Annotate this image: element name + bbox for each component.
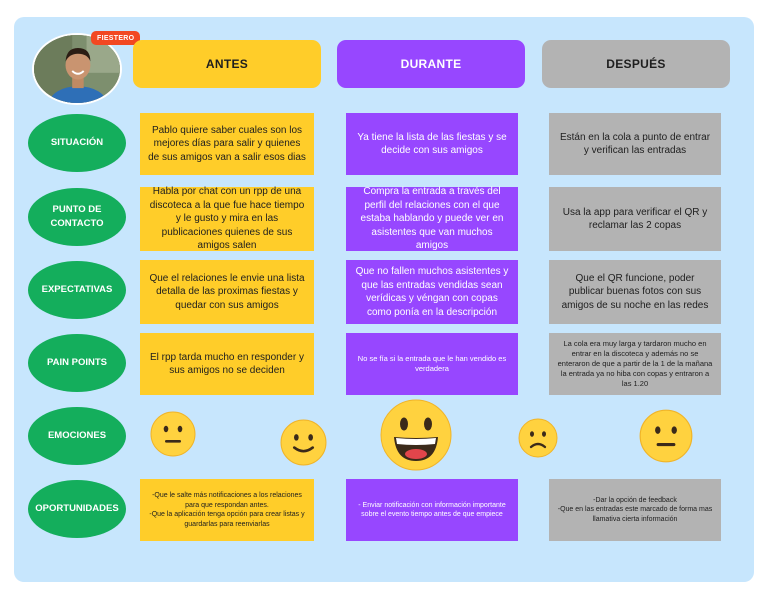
cell-oportunidades-durante: - Enviar notificación con información im…: [346, 479, 518, 541]
cell-oportunidades-antes: -Que le salte más notificaciones a los r…: [140, 479, 314, 541]
big-grin-face-icon: [380, 399, 452, 471]
column-header-durante: DURANTE: [337, 40, 525, 88]
frown-face-icon: [518, 418, 558, 458]
cell-punto-de-contacto-despues: Usa la app para verificar el QR y reclam…: [549, 187, 721, 251]
neutral-face-icon: [639, 409, 693, 463]
cell-pain-points-antes: El rpp tarda mucho en responder y sus am…: [140, 333, 314, 395]
cell-pain-points-despues: La cola era muy larga y tardaron mucho e…: [549, 333, 721, 395]
cell-pain-points-durante: No se fía si la entrada que le han vendi…: [346, 333, 518, 395]
cell-situacion-durante: Ya tiene la lista de las fiestas y se de…: [346, 113, 518, 175]
cell-punto-de-contacto-antes: Habla por chat con un rpp de una discote…: [140, 186, 314, 251]
cell-expectativas-despues: Que el QR funcione, poder publicar buena…: [549, 260, 721, 324]
persona-badge: FIESTERO: [91, 31, 141, 45]
column-header-antes: ANTES: [133, 40, 321, 88]
row-label-punto-de-contacto: PUNTO DE CONTACTO: [28, 188, 126, 246]
row-label-pain-points: PAIN POINTS: [28, 334, 126, 392]
persona: FIESTERO: [32, 31, 141, 105]
cell-oportunidades-despues: -Dar la opción de feedback -Que en las e…: [549, 479, 721, 541]
slight-smile-face-icon: [280, 419, 327, 466]
column-header-despues: DESPUÉS: [542, 40, 730, 88]
row-label-emociones: EMOCIONES: [28, 407, 126, 465]
cell-expectativas-antes: Que el relaciones le envie una lista det…: [140, 260, 314, 324]
cell-situacion-despues: Están en la cola a punto de entrar y ver…: [549, 113, 721, 175]
row-label-expectativas: EXPECTATIVAS: [28, 261, 126, 319]
row-label-situacion: SITUACIÓN: [28, 114, 126, 172]
row-label-oportunidades: OPORTUNIDADES: [28, 480, 126, 538]
cell-expectativas-durante: Que no fallen muchos asistentes y que la…: [346, 260, 518, 324]
cell-punto-de-contacto-durante: Compra la entrada a través del perfil de…: [346, 186, 518, 251]
neutral-face-icon: [150, 411, 196, 457]
cell-situacion-antes: Pablo quiere saber cuales son los mejore…: [140, 113, 314, 175]
